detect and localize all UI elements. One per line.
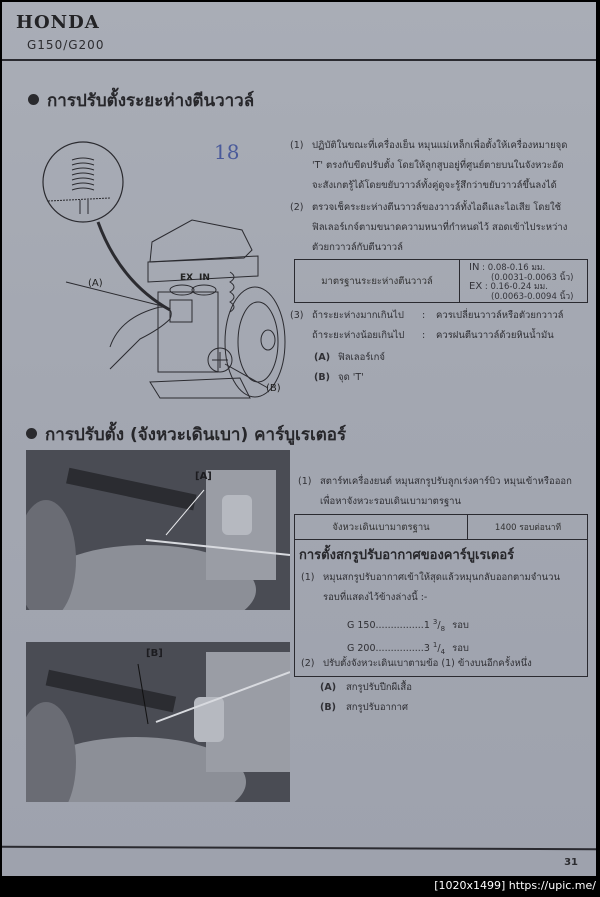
model-label: G150/G200 [27, 38, 105, 52]
photo-label-b: [B] [146, 648, 163, 659]
carburetor-photo-b [26, 642, 290, 802]
air-screw-turns-g150: G 150................1 3/8 รอบ [347, 618, 469, 634]
spec-label: มาตรฐานระยะห่างตีนวาวล์ [295, 260, 460, 302]
idle-label: จังหวะเดินเบามาตรฐาน [295, 515, 468, 539]
valve-step-3: (3)ถ้าระยะห่างมากเกินไป:ควรเปลี่ยนวาวล์ห… [290, 310, 564, 341]
engine-valve-diagram [42, 141, 286, 399]
spec-ex: EX : 0.16-0.24 มม. (0.0063-0.0094 นิ้ว) [469, 281, 574, 303]
photo-label-a: [A] [195, 471, 212, 482]
diagram-label-a: (A) [88, 278, 103, 289]
idle-value: 1400 รอบต่อนาที [494, 523, 562, 533]
valve-step-1: (1)ปฏิบัติในขณะที่เครื่องเย็น หมุนแม่เหล… [290, 140, 568, 191]
air-screw-title: การตั้งสกรูปรับอากาศของคาร์บูเรเตอร์ [299, 548, 515, 563]
air-screw-step-2: (2)ปรับตั้งจังหวะเดินเบาตามข้อ (1) ข้างบ… [301, 658, 532, 669]
valve-step-2: (2)ตรวจเช็คระยะห่างตีนวาวล์ของวาวล์ทั้งไ… [290, 202, 568, 253]
air-screw-turns-g200: G 200................3 1/4 รอบ [347, 641, 469, 657]
carb-step-1: (1)สตาร์ทเครื่องยนต์ หมุนสกรูปรับลูกเร่ง… [298, 476, 572, 507]
section-title-valve-clearance: การปรับตั้งระยะห่างตีนวาวล์ [28, 87, 254, 114]
carb-legend: (A)สกรูปรับปีกผีเสื้อ (B)สกรูปรับอากาศ [320, 682, 412, 713]
handwritten-note: 18 [214, 140, 240, 164]
page-number: 31 [564, 857, 578, 868]
valve-legend: (A)ฟิลเลอร์เกจ์ (B)จุด 'T' [314, 352, 385, 383]
footer-divider [1, 845, 597, 851]
watermark-bar [0, 878, 600, 897]
air-screw-step-1: (1)หมุนสกรูปรับอากาศเข้าให้สุดแล้วหมุนกล… [301, 572, 560, 603]
diagram-label-b: (B) [266, 383, 281, 394]
bullet-icon [28, 93, 39, 105]
idle-speed-table: จังหวะเดินเบามาตรฐาน 1400 รอบต่อนาที [294, 514, 588, 540]
diagram-label-in: IN [199, 273, 210, 283]
spec-in: IN : 0.08-0.16 มม. (0.0031-0.0063 นิ้ว) [469, 262, 574, 284]
air-screw-box: การตั้งสกรูปรับอากาศของคาร์บูเรเตอร์ (1)… [294, 539, 588, 677]
diagram-label-ex: EX [180, 273, 194, 283]
bullet-icon [26, 427, 37, 439]
watermark-text: [1020x1499] https://upic.me/ [434, 879, 596, 892]
carburetor-photo-a [26, 450, 290, 610]
section-title-carburetor: การปรับตั้ง (จังหวะเดินเบา) คาร์บูเรเตอร… [26, 421, 346, 448]
brand-logo: HONDA [16, 12, 100, 33]
valve-clearance-spec-table: มาตรฐานระยะห่างตีนวาวล์ IN : 0.08-0.16 ม… [294, 259, 588, 303]
manual-page: HONDA G150/G200 การปรับตั้งระยะห่างตีนวา… [1, 2, 597, 876]
header-divider [2, 59, 596, 61]
